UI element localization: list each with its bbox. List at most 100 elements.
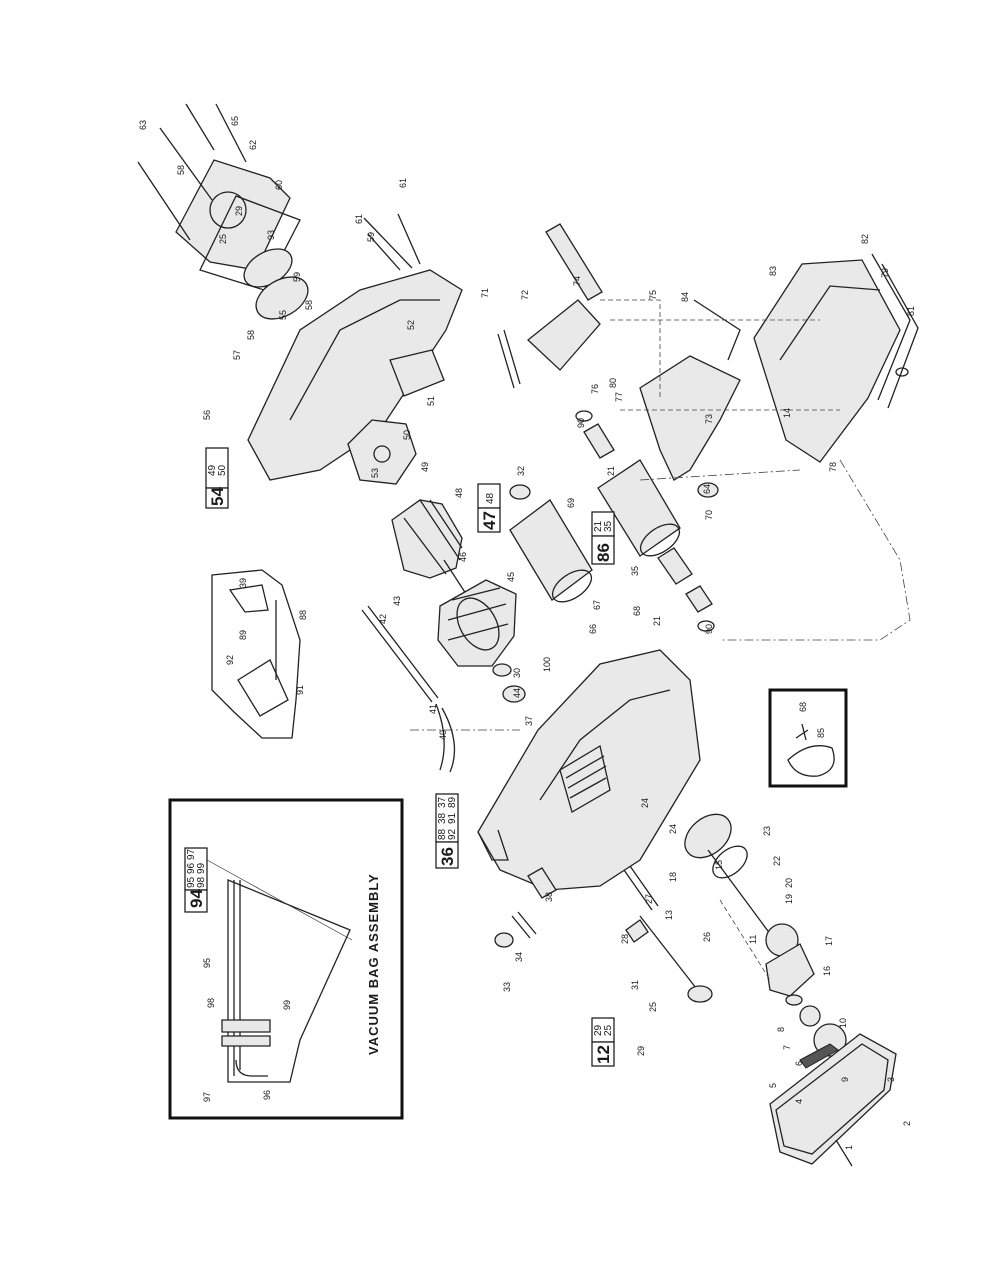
- part-callout-62: 62: [248, 140, 258, 150]
- part-callout-57: 57: [232, 350, 242, 360]
- part-callout-13: 13: [664, 910, 674, 920]
- brush-detail-inset: 39 89 88 92 91: [211, 569, 308, 739]
- part-callout-51: 51: [426, 396, 436, 406]
- part-callout-46: 46: [458, 552, 468, 562]
- part-callout-7: 7: [782, 1045, 792, 1050]
- part-callout-71: 71: [480, 288, 490, 298]
- kit-94-main: 94: [187, 889, 206, 908]
- rear-cover-bore: [209, 191, 247, 229]
- base-shoe-83: [753, 259, 901, 463]
- part-callout-1: 1: [844, 1145, 854, 1150]
- part-callout-59: 59: [366, 232, 376, 242]
- part-callout-21: 21: [606, 466, 616, 476]
- part-callout-25: 25: [218, 234, 228, 244]
- roller-86-end: [639, 523, 681, 557]
- roller-69-end: [551, 569, 593, 603]
- armature-windings: [403, 499, 463, 575]
- brush-38: [527, 867, 557, 899]
- part-callout-74: 74: [572, 276, 582, 286]
- assembly-line-7: [719, 899, 771, 981]
- part-callout-67: 67: [592, 600, 602, 610]
- label-68: 68: [798, 702, 808, 712]
- part-callout-83: 83: [768, 266, 778, 276]
- small-detail-inset: 68 85: [768, 688, 848, 788]
- part-callout-75: 75: [648, 290, 658, 300]
- nut-70: [697, 482, 719, 498]
- label-85: 85: [816, 728, 826, 738]
- part-callout-43: 43: [392, 596, 402, 606]
- part-callout-48: 48: [454, 488, 464, 498]
- field-laminations: [447, 587, 509, 641]
- part-callout-18: 18: [668, 872, 678, 882]
- part-callout-70: 70: [704, 510, 714, 520]
- part-callout-60: 60: [274, 180, 284, 190]
- part-callout-76: 76: [590, 384, 600, 394]
- kit-36-main: 36: [438, 847, 457, 866]
- washer-90-upper: [575, 410, 593, 422]
- fan-disc-59: [255, 276, 309, 320]
- part-callout-56: 56: [202, 410, 212, 420]
- assembly-lines: [410, 299, 911, 981]
- bearing-30: [492, 663, 512, 677]
- kit-12-main: 12: [594, 1045, 613, 1064]
- kit-94-sub-98: 98: [196, 876, 207, 888]
- label-91: 91: [295, 685, 305, 695]
- fan-53: [347, 419, 417, 485]
- part-callout-78: 78: [828, 462, 838, 472]
- part-callout-77: 77: [614, 392, 624, 402]
- vacuum-bag-title: VACUUM BAG ASSEMBLY: [366, 873, 381, 1055]
- part-callout-84: 84: [680, 292, 690, 302]
- part-callout-58: 58: [246, 330, 256, 340]
- kit-86-sub-35: 35: [603, 520, 614, 532]
- kit-94-leader: [206, 859, 353, 941]
- base-plate-79-82: [871, 253, 919, 409]
- part-callout-22: 22: [772, 856, 782, 866]
- part-callout-29: 29: [636, 1046, 646, 1056]
- part-callout-61: 61: [398, 178, 408, 188]
- part-callout-25: 25: [648, 1002, 658, 1012]
- kit-box-86: 21 35 86: [591, 511, 615, 565]
- part-callout-63: 63: [138, 120, 148, 130]
- part-callout-16: 16: [822, 966, 832, 976]
- switch-cavity: [237, 659, 289, 717]
- sleeve-21-lower: [685, 585, 713, 613]
- field-45: [437, 579, 517, 667]
- part-callout-2: 2: [902, 1121, 912, 1126]
- part-callout-6: 6: [794, 1061, 804, 1066]
- part-callout-32: 32: [516, 466, 526, 476]
- part-callout-90: 90: [704, 624, 714, 634]
- rear-cover: [175, 159, 291, 271]
- label-92: 92: [225, 655, 235, 665]
- vacuum-bag-assembly-inset: VACUUM BAG ASSEMBLY 94 95 96 97 98 99 98…: [168, 798, 404, 1120]
- kit-12-sub-29: 29: [593, 1024, 604, 1036]
- kit-box-36: 37 38 88 89 91 92 36: [435, 793, 459, 869]
- bag-hook: [235, 1059, 268, 1077]
- part-callout-8: 8: [776, 1027, 786, 1032]
- part-callout-52: 52: [406, 320, 416, 330]
- kit-box-47: 48 47: [477, 483, 501, 533]
- small-screw: [795, 723, 809, 741]
- part-callout-40: 40: [438, 730, 448, 740]
- part-callout-45: 45: [506, 572, 516, 582]
- armature-47: [391, 499, 463, 579]
- depth-knob-26: [687, 985, 713, 1003]
- main-housing-upper: [247, 269, 463, 481]
- label-97: 97: [202, 1092, 212, 1102]
- kit-47-main: 47: [480, 511, 499, 530]
- kit-94-sub-97: 97: [186, 848, 197, 860]
- kit-47-sub-48: 48: [485, 492, 496, 504]
- pinion-31: [625, 919, 649, 943]
- gear-plate-17: [765, 943, 815, 997]
- part-callout-38: 38: [544, 892, 554, 902]
- part-callout-28: 28: [620, 934, 630, 944]
- roller-69: [509, 499, 593, 601]
- part-callout-26: 26: [702, 932, 712, 942]
- assembly-line-1: [600, 299, 661, 400]
- kit-94-sub-96: 96: [186, 862, 197, 874]
- field-bore: [456, 597, 500, 651]
- kit-36-sub-88: 88: [437, 828, 448, 840]
- gear-housing-23: [684, 813, 732, 859]
- bearing-32: [509, 484, 531, 500]
